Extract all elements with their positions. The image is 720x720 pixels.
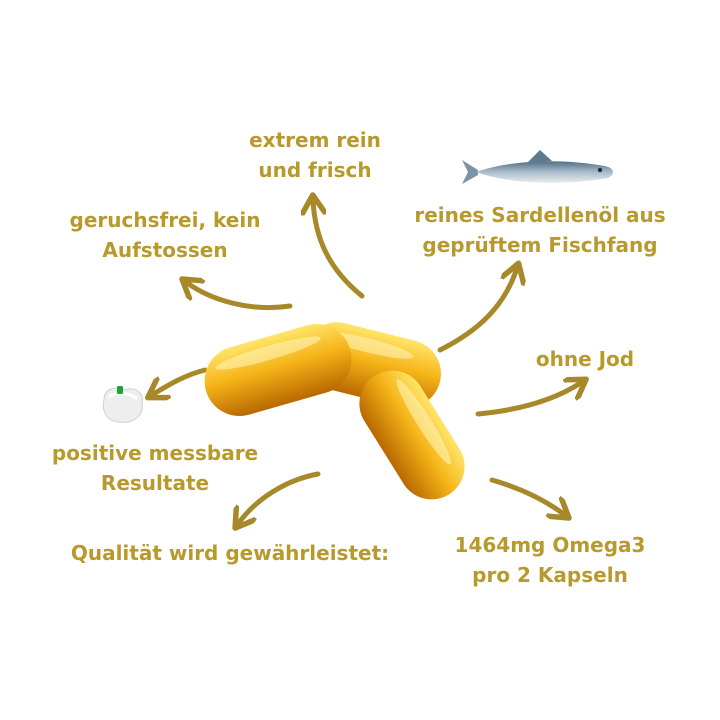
arrow-to-extreme-pure — [313, 200, 365, 299]
arrow-to-odorless — [186, 282, 293, 311]
sample-cup-icon — [102, 386, 143, 423]
label-no-iodine: ohne Jod — [535, 347, 635, 371]
arrow-to-omega3 — [489, 477, 565, 515]
capsule-left — [204, 323, 352, 417]
label-quality: Qualität wird gewährleistet: — [70, 541, 390, 565]
label-odorless: geruchsfrei, kein Aufstossen — [69, 208, 261, 262]
label-results: positive messbare Resultate — [51, 441, 259, 495]
label-extreme-pure: extrem rein und frisch — [249, 128, 381, 182]
fish-icon — [462, 150, 614, 184]
capsule-front — [359, 370, 465, 500]
arrow-to-no-iodine — [475, 382, 582, 417]
arrow-to-anchovy-oil — [437, 268, 517, 353]
arrow-to-results — [152, 367, 208, 395]
arrow-to-quality — [238, 471, 321, 524]
label-omega3: 1464mg Omega3 pro 2 Kapseln — [454, 533, 646, 587]
capsules — [204, 322, 465, 500]
label-anchovy-oil: reines Sardellenöl aus geprüftem Fischfa… — [414, 203, 666, 257]
